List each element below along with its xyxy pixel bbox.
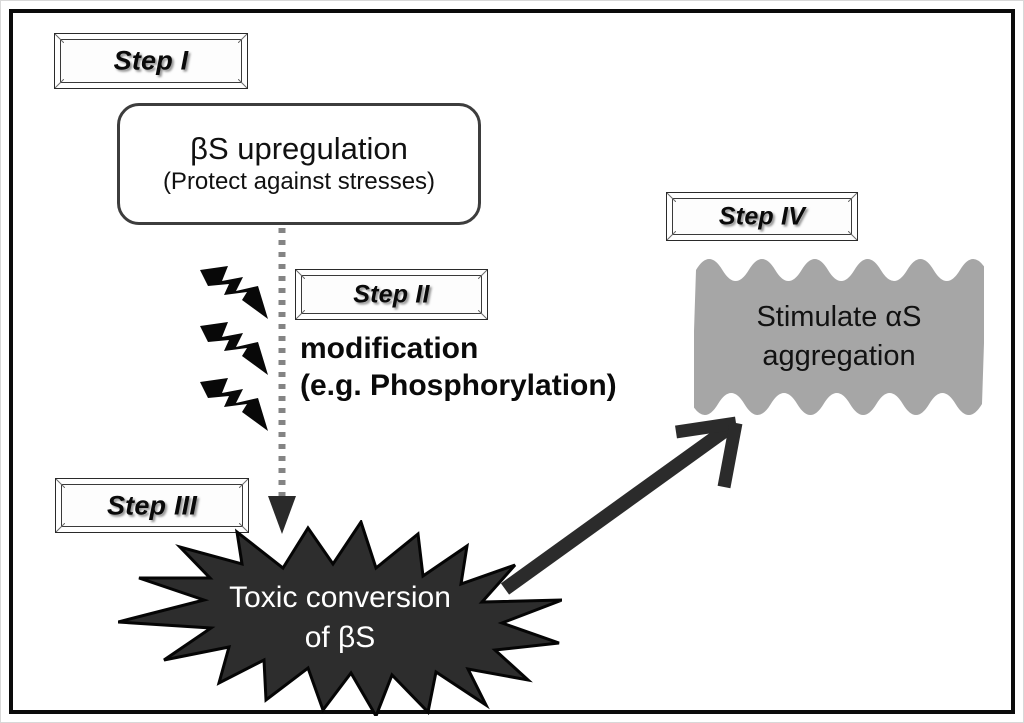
lightning-bolt-1-icon — [200, 266, 268, 319]
bevel-corner-top-right — [848, 193, 857, 202]
lightning-bolts-group-icon — [200, 266, 268, 431]
plaque-bevel — [672, 198, 852, 235]
step-3-label: Step III — [106, 490, 198, 520]
upregulation-sub-text: (Protect against stresses) — [162, 168, 436, 196]
plaque-bevel — [61, 484, 243, 527]
upregulation-main-text: βS upregulation — [190, 130, 408, 166]
modification-line-2: (e.g. Phosphorylation) — [300, 368, 617, 402]
bevel-corner-bottom-left — [667, 231, 676, 240]
bevel-corner-top-left — [56, 479, 65, 488]
aggregation-wavy-box — [694, 259, 984, 415]
bevel-corner-top-right — [478, 270, 487, 279]
dotted-down-arrow-icon — [268, 228, 296, 534]
step-4-label: Step IV — [718, 202, 806, 230]
toxic-conversion-starburst — [118, 520, 562, 716]
step-plaque-4: Step IV — [666, 192, 858, 241]
step-1-label: Step I — [113, 45, 189, 76]
step-2-label: Step II — [353, 280, 430, 308]
bevel-corner-bottom-left — [296, 310, 305, 319]
bevel-corner-top-left — [667, 193, 676, 202]
step-plaque-1: Step I — [54, 33, 248, 89]
bevel-corner-top-right — [238, 34, 247, 43]
lightning-bolt-2-icon — [200, 322, 268, 375]
bevel-corner-top-right — [239, 479, 248, 488]
lightning-bolt-3-icon — [200, 378, 268, 431]
bevel-corner-top-left — [55, 34, 64, 43]
modification-description: modification (e.g. Phosphorylation) — [300, 331, 700, 404]
bevel-corner-bottom-right — [478, 310, 487, 319]
modification-line-1: modification — [300, 332, 479, 365]
bevel-corner-top-left — [296, 270, 305, 279]
plaque-bevel — [301, 275, 482, 314]
bevel-corner-bottom-right — [238, 79, 247, 88]
step-plaque-2: Step II — [295, 269, 488, 320]
step-plaque-3: Step III — [55, 478, 249, 533]
bevel-corner-bottom-right — [848, 231, 857, 240]
diagram-frame — [9, 9, 1015, 714]
bevel-corner-bottom-left — [56, 523, 65, 532]
plaque-bevel — [60, 39, 242, 83]
upregulation-box: βS upregulation (Protect against stresse… — [117, 103, 481, 225]
solid-up-right-arrow-icon — [500, 416, 743, 595]
bevel-corner-bottom-left — [55, 79, 64, 88]
